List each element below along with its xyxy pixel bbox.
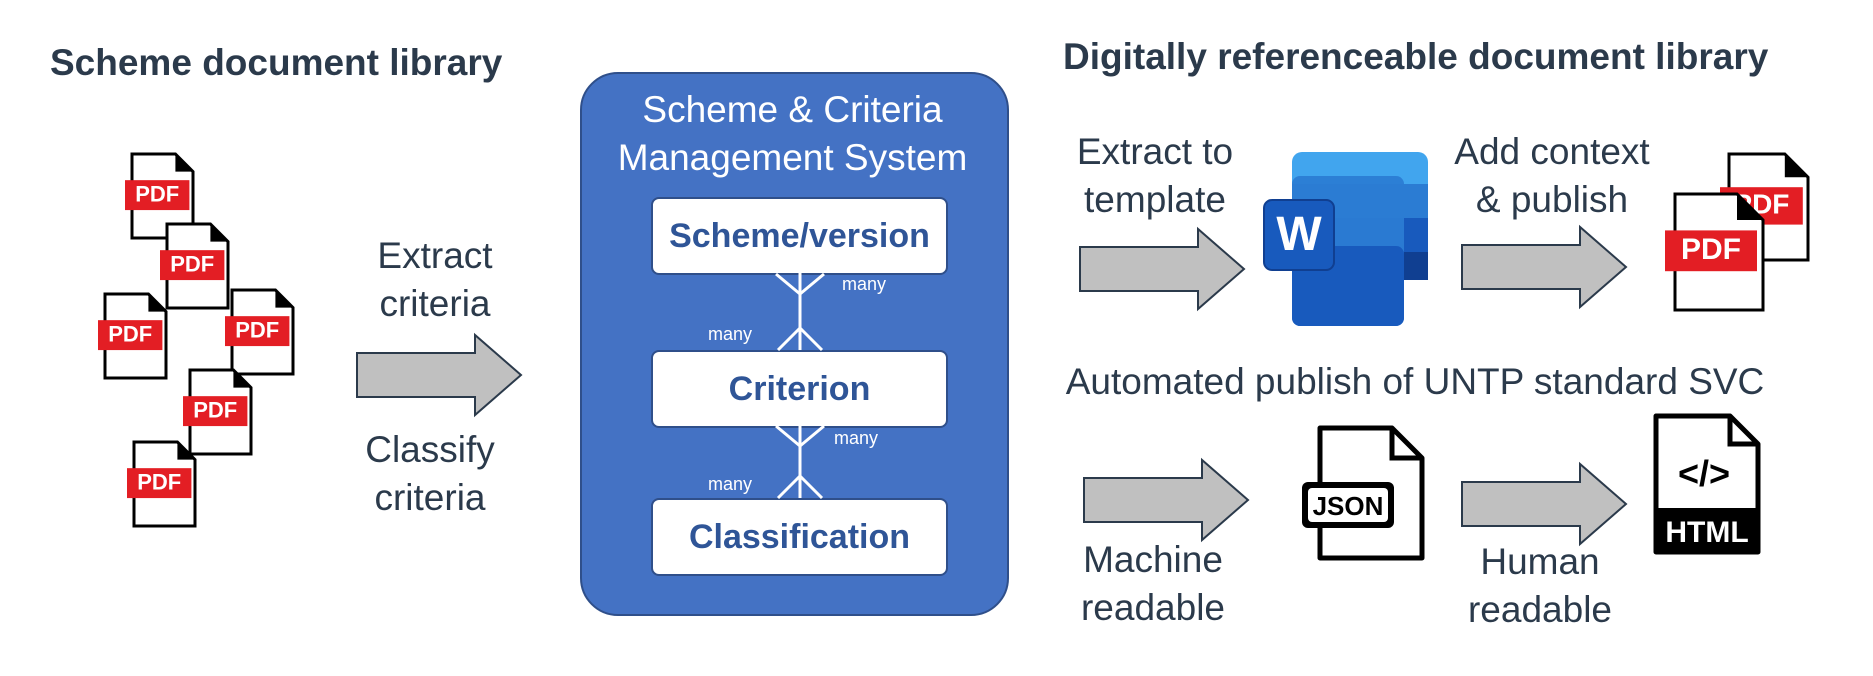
- pdf-label: PDF: [1681, 233, 1741, 266]
- json-file-icon: JSON: [1302, 425, 1425, 561]
- digital-library-heading: Digitally referenceable document library: [1063, 36, 1769, 77]
- scheme-library-heading: Scheme document library: [50, 42, 503, 83]
- pdf-icon: PDF: [1665, 192, 1765, 312]
- word-icon: W: [1263, 152, 1428, 326]
- html-file-label: HTML: [1665, 516, 1748, 549]
- pdf-label: PDF: [235, 317, 279, 342]
- relation-connector-1: [775, 272, 825, 352]
- machine-readable-label: Machine readable: [1080, 539, 1225, 628]
- word-icon-letter: W: [1276, 208, 1322, 261]
- relation-label: many: [842, 274, 887, 294]
- right-arrow-icon: [1461, 224, 1628, 310]
- pdf-icon-graphic: PDF: [127, 440, 197, 528]
- relation-connector-2: [775, 424, 825, 500]
- pdf-label: PDF: [135, 181, 179, 206]
- pdf-icon: PDF: [98, 292, 168, 380]
- right-arrow-icon: [356, 332, 523, 418]
- pdf-label: PDF: [108, 321, 152, 346]
- pdf-icon-graphic: PDF: [183, 368, 253, 456]
- pdf-label: PDF: [137, 469, 181, 494]
- pdf-icon: PDF: [183, 368, 253, 456]
- automated-publish-label: Automated publish of UNTP standard SVC: [1065, 361, 1765, 402]
- management-system-title: Scheme & Criteria Management System: [617, 89, 968, 178]
- extract-to-template-label: Extract to template: [1076, 131, 1234, 220]
- add-context-publish-label: Add context & publish: [1454, 131, 1650, 220]
- pdf-icon: PDF: [127, 440, 197, 528]
- relation-label: many: [708, 474, 753, 494]
- pdf-icon: PDF: [225, 288, 295, 376]
- pdf-icon: PDF: [160, 222, 230, 310]
- pdf-icon-graphic: PDF: [98, 292, 168, 380]
- entity-classification[interactable]: Classification: [651, 498, 948, 576]
- pdf-label: PDF: [193, 397, 237, 422]
- right-arrow-icon: [1461, 461, 1628, 547]
- pdf-icon-graphic: PDF: [160, 222, 230, 310]
- human-readable-label: Human readable: [1467, 541, 1612, 630]
- html-tag-glyph: </>: [1678, 453, 1730, 494]
- pdf-icon-graphic: PDF: [1665, 192, 1765, 312]
- pdf-label: PDF: [170, 251, 214, 276]
- html-file-icon: </> HTML: [1653, 413, 1761, 555]
- right-arrow-icon: [1083, 457, 1250, 543]
- pdf-icon: PDF: [125, 152, 195, 240]
- pdf-icon-graphic: PDF: [225, 288, 295, 376]
- entity-scheme-version[interactable]: Scheme/version: [651, 197, 948, 275]
- relation-label: many: [708, 324, 753, 344]
- json-file-label: JSON: [1313, 491, 1384, 521]
- relation-label: many: [834, 428, 879, 448]
- extract-criteria-label: Extract criteria: [377, 235, 493, 324]
- entity-criterion[interactable]: Criterion: [651, 350, 948, 428]
- pdf-icon-graphic: PDF: [125, 152, 195, 240]
- right-arrow-icon: [1079, 226, 1246, 312]
- classify-criteria-label: Classify criteria: [365, 429, 495, 518]
